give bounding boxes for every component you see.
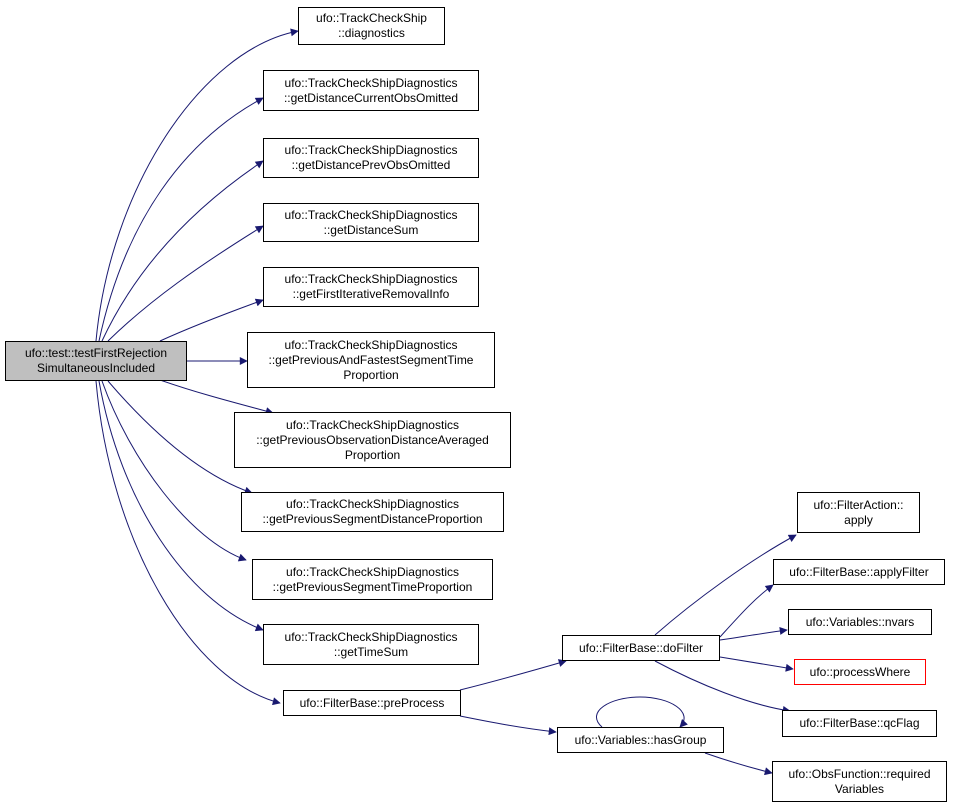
node-label-line: ufo::test::testFirstRejection: [24, 346, 168, 360]
node-label-line: ufo::FilterBase::qcFlag: [799, 716, 920, 730]
edge-root-to-getDistanceSum: [107, 225, 264, 342]
node-label-line: ::getTimeSum: [333, 644, 409, 659]
node-diagnostics[interactable]: ufo::TrackCheckShip ::diagnostics: [298, 7, 445, 45]
node-label-line: ::getPreviousObservationDistanceAveraged: [256, 432, 489, 447]
node-label-line: Proportion: [343, 367, 399, 382]
node-label-line: ufo::TrackCheckShipDiagnostics: [284, 207, 458, 222]
node-getPreviousSegmentDistanceProportion[interactable]: ufo::TrackCheckShipDiagnostics ::getPrev…: [241, 492, 504, 532]
edge-hasGroup-self-loop: [596, 696, 688, 728]
node-doFilter[interactable]: ufo::FilterBase::doFilter: [562, 635, 720, 661]
edge-root-to-getDistancePrevObsOmitted: [101, 160, 264, 342]
edge-preProcess-to-doFilter: [459, 659, 567, 691]
node-label-line: ufo::TrackCheckShip: [316, 11, 427, 25]
node-testFirstRejectionSimultaneousIncluded[interactable]: ufo::test::testFirstRejection Simultaneo…: [5, 341, 187, 381]
node-apply[interactable]: ufo::FilterAction:: apply: [797, 492, 920, 533]
edge-doFilter-to-applyFilter: [719, 584, 774, 638]
node-label-line: ::getDistancePrevObsOmitted: [291, 158, 451, 172]
edge-root-to-diagnostics: [95, 28, 299, 342]
node-qcFlag[interactable]: ufo::FilterBase::qcFlag: [782, 710, 937, 737]
node-preProcess[interactable]: ufo::FilterBase::preProcess: [283, 690, 461, 716]
node-label-line: ::getPreviousAndFastestSegmentTime: [268, 352, 474, 367]
node-label-line: ufo::processWhere: [809, 664, 911, 679]
node-label-line: ::getDistanceSum: [323, 222, 419, 237]
node-nvars[interactable]: ufo::Variables::nvars: [788, 609, 932, 635]
edge-root-to-getPreviousObservationDistanceAveragedProportion: [159, 379, 274, 415]
node-label-line: ufo::TrackCheckShipDiagnostics: [284, 143, 458, 157]
node-label-line: ufo::TrackCheckShipDiagnostics: [286, 417, 459, 432]
node-getPreviousAndFastestSegmentTimeProportion[interactable]: ufo::TrackCheckShipDiagnostics ::getPrev…: [247, 332, 495, 388]
node-getDistanceSum[interactable]: ufo::TrackCheckShipDiagnostics ::getDist…: [263, 203, 479, 242]
node-requiredVariables[interactable]: ufo::ObsFunction::required Variables: [772, 761, 947, 802]
edge-doFilter-to-qcFlag: [654, 660, 791, 714]
node-getPreviousObservationDistanceAveragedProportion[interactable]: ufo::TrackCheckShipDiagnostics ::getPrev…: [234, 412, 511, 468]
edge-hasGroup-to-requiredVariables: [704, 752, 773, 776]
node-label-line: ufo::FilterBase::preProcess: [299, 695, 445, 710]
node-label-line: ::diagnostics: [338, 26, 405, 40]
node-label-line: ::getPreviousSegmentDistanceProportion: [262, 512, 483, 526]
node-label-line: ::getFirstIterativeRemovalInfo: [292, 287, 450, 301]
node-processWhere[interactable]: ufo::processWhere: [794, 659, 926, 685]
edge-root-to-getDistanceCurrentObsOmitted: [98, 97, 264, 342]
node-label-line: ufo::TrackCheckShipDiagnostics: [284, 337, 458, 352]
node-getDistanceCurrentObsOmitted[interactable]: ufo::TrackCheckShipDiagnostics ::getDist…: [263, 70, 479, 111]
edge-root-to-getPreviousSegmentDistanceProportion: [107, 380, 253, 495]
edge-root-to-preProcess: [95, 380, 281, 706]
node-label-line: Proportion: [344, 447, 401, 462]
edge-root-to-getPreviousSegmentTimeProportion: [101, 380, 247, 562]
edge-doFilter-to-apply: [654, 534, 797, 636]
node-label-line: ::getDistanceCurrentObsOmitted: [283, 90, 459, 105]
edge-doFilter-to-nvars: [719, 627, 788, 641]
edge-root-to-getFirstIterativeRemovalInfo: [159, 298, 264, 342]
node-label-line: Variables: [834, 781, 885, 796]
node-label-line: ufo::FilterAction::: [813, 497, 904, 512]
node-label-line: ufo::Variables::nvars: [805, 614, 915, 629]
node-label-line: ufo::TrackCheckShipDiagnostics: [284, 272, 458, 286]
node-getPreviousSegmentTimeProportion[interactable]: ufo::TrackCheckShipDiagnostics ::getPrev…: [252, 559, 493, 600]
edge-preProcess-to-hasGroup: [459, 715, 557, 736]
edge-doFilter-to-processWhere: [719, 656, 794, 672]
node-hasGroup[interactable]: ufo::Variables::hasGroup: [557, 727, 724, 753]
node-getTimeSum[interactable]: ufo::TrackCheckShipDiagnostics ::getTime…: [263, 624, 479, 665]
node-label-line: ufo::TrackCheckShipDiagnostics: [286, 497, 459, 511]
node-label-line: ufo::FilterBase::doFilter: [578, 640, 704, 655]
node-label-line: ufo::TrackCheckShipDiagnostics: [286, 564, 459, 579]
node-label-line: ::getPreviousSegmentTimeProportion: [272, 579, 473, 594]
node-label-line: apply: [844, 512, 873, 527]
node-label-line: ufo::TrackCheckShipDiagnostics: [284, 75, 458, 90]
node-label-line: ufo::TrackCheckShipDiagnostics: [284, 629, 458, 644]
node-getFirstIterativeRemovalInfo[interactable]: ufo::TrackCheckShipDiagnostics ::getFirs…: [263, 267, 479, 307]
node-label-line: ufo::Variables::hasGroup: [574, 732, 707, 747]
edge-root-to-getTimeSum: [98, 380, 264, 632]
node-applyFilter[interactable]: ufo::FilterBase::applyFilter: [773, 559, 945, 585]
node-label-line: SimultaneousIncluded: [36, 361, 156, 375]
node-label-line: ufo::FilterBase::applyFilter: [789, 564, 929, 579]
node-label-line: ufo::ObsFunction::required: [788, 766, 931, 781]
node-getDistancePrevObsOmitted[interactable]: ufo::TrackCheckShipDiagnostics ::getDist…: [263, 138, 479, 178]
